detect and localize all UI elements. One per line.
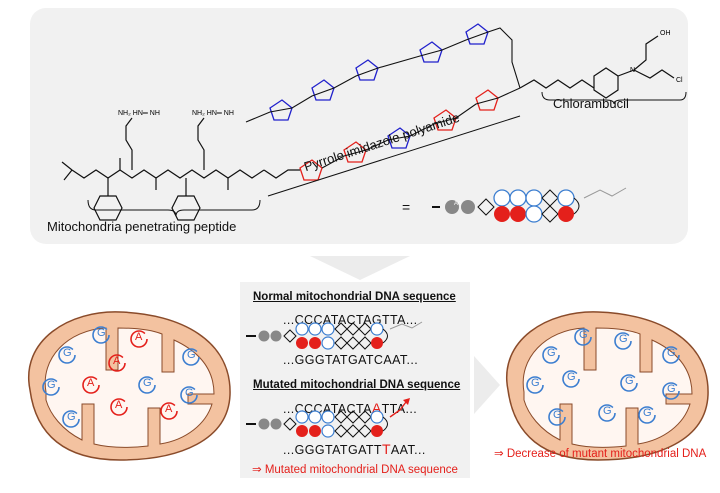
mutated-seq-bottom: ...GGGTATGATTTAAT...: [283, 441, 426, 457]
mutated-binding-schematic: [246, 398, 410, 438]
mut-bottom-part-c: AAT...: [390, 443, 426, 457]
mut-top-mutation: A: [371, 400, 382, 416]
mitochondrion-before: [27, 311, 231, 461]
guanidine-1: NH₂ HN═ NH: [118, 110, 160, 117]
oh-group: OH: [660, 30, 671, 37]
pyrrole-row-upper: [269, 23, 489, 121]
mitochondrion-after: [505, 311, 709, 461]
linker-lower: [321, 87, 521, 169]
mut-bottom-mutation: T: [381, 441, 391, 457]
sequence-box: [240, 282, 470, 478]
imidazole-row: [299, 89, 499, 181]
molecule-panel: [30, 8, 688, 244]
guanidine-2: NH₂ HN═ NH: [192, 110, 234, 117]
normal-title: Normal mitochondrial DNA sequence: [253, 291, 456, 303]
down-arrow-icon: [310, 256, 410, 280]
linker-upper: [245, 27, 521, 123]
pip-schematic: [432, 187, 627, 223]
mutated-title: Mutated mitochondrial DNA sequence: [253, 379, 461, 391]
normal-seq-bottom: ...GGGTATGATCAAT...: [283, 353, 419, 367]
mut-bottom-part-a: ...GGGTATGATT: [283, 443, 382, 457]
pyrrole-row-lower: [387, 127, 411, 149]
equals-sign: =: [402, 199, 411, 215]
binding-schematics: [246, 321, 423, 438]
normal-binding-schematic: [246, 321, 423, 350]
peptide-chain: [61, 117, 300, 221]
chl-bracket: [541, 91, 687, 105]
mpp-label: Mitochondria penetrating peptide: [47, 219, 237, 234]
cl-group: Cl: [676, 77, 683, 84]
pip-bracket: [267, 115, 521, 197]
ac-label-top: Ac: [454, 201, 462, 207]
decrease-result: ⇒ Decrease of mutant mitochondrial DNA: [494, 448, 707, 460]
mut-top-part-c: TTA...: [381, 402, 418, 416]
n-atom: N: [630, 67, 635, 74]
mutated-result: ⇒ Mutated mitochondrial DNA sequence: [252, 464, 458, 476]
right-arrow-icon: [474, 356, 500, 414]
chlorambucil-label: Chlorambucil: [553, 96, 629, 111]
mpp-bracket: [87, 199, 261, 217]
chlorambucil-structure: [519, 35, 675, 99]
